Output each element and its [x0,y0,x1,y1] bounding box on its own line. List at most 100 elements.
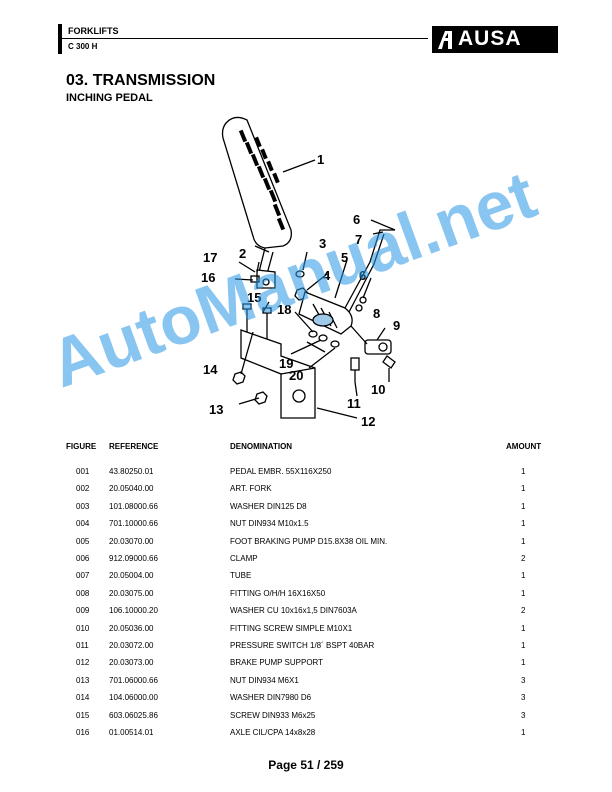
cell-figure: 007 [76,571,90,581]
cell-reference: 20.05004.00 [109,571,154,581]
exploded-parts-diagram: 1 2 3 4 5 6 6 7 8 9 10 11 12 13 14 15 16… [201,116,400,429]
cell-figure: 005 [76,536,90,546]
table-row: 004 701.10000.66 NUT DIN934 M10x1.5 1 [0,519,612,536]
cell-figure: 013 [76,675,90,685]
cell-reference: 20.03070.00 [109,536,154,546]
page-number: Page 51 / 259 [268,758,344,772]
table-row: 007 20.05004.00 TUBE 1 [0,571,612,588]
cell-reference: 20.05036.00 [109,623,154,633]
ausa-logo-icon [438,31,452,49]
callout-11: 11 [347,396,361,411]
table-row: 014 104.06000.00 WASHER DIN7980 D6 3 [0,693,612,710]
header-model: C 300 H [68,42,98,51]
table-row: 009 106.10000.20 WASHER CU 10x16x1,5 DIN76… [0,606,612,623]
cell-reference: 101.08000.66 [109,501,158,511]
callout-5: 5 [341,250,348,265]
callout-12: 12 [361,414,375,429]
section-title: 03. TRANSMISSION [66,72,216,89]
cell-reference: 01.00514.01 [109,728,154,737]
cell-denomination: NUT DIN934 M10x1.5 [230,519,309,529]
cell-figure: 003 [76,501,90,511]
col-header-figure: FIGURE [66,442,97,451]
cell-figure: 010 [76,623,90,633]
cell-amount: 3 [521,675,526,685]
callout-8: 8 [373,306,380,321]
callout-9: 9 [393,318,400,333]
cell-reference: 104.06000.00 [109,693,158,703]
table-row: 016 01.00514.01 AXLE CIL/CPA 14x8x28 1 [0,728,612,745]
callout-7: 7 [355,232,362,247]
cell-amount: 1 [521,588,526,598]
cell-denomination: FOOT BRAKING PUMP D15.8X38 OIL MIN. [230,536,388,546]
table-row: 001 43.80250.01 PEDAL EMBR. 55X116X250 1 [0,467,612,484]
cell-figure: 001 [76,467,90,476]
cell-amount: 1 [521,571,526,581]
table-row: 005 20.03070.00 FOOT BRAKING PUMP D15.8X38… [0,537,612,554]
callout-19: 19 [279,356,293,371]
cell-amount: 1 [521,728,526,737]
cell-denomination: WASHER CU 10x16x1,5 DIN7603A [230,606,357,616]
cell-denomination: WASHER DIN125 D8 [230,501,307,511]
table-row: 011 20.03072.00 PRESSURE SWITCH 1/8´ BSPT … [0,641,612,658]
cell-denomination: CLAMP [230,554,258,563]
callout-6b: 6 [359,268,366,283]
cell-amount: 1 [521,501,526,511]
callout-13: 13 [209,402,223,417]
cell-reference: 20.05040.00 [109,484,154,494]
callout-14: 14 [203,362,218,377]
cell-denomination: FITTING SCREW SIMPLE M10X1 [230,623,353,633]
cell-denomination: PEDAL EMBR. 55X116X250 [230,467,332,476]
table-row: 010 20.05036.00 FITTING SCREW SIMPLE M10X1… [0,624,612,641]
cell-reference: 20.03072.00 [109,641,154,650]
cell-amount: 1 [521,623,526,633]
cell-reference: 106.10000.20 [109,606,158,616]
cell-amount: 2 [521,606,526,616]
header-category: FORKLIFTS [68,26,119,36]
cell-figure: 015 [76,710,90,720]
cell-figure: 012 [76,658,90,668]
cell-reference: 20.03075.00 [109,588,154,598]
col-header-denomination: DENOMINATION [230,442,293,451]
cell-figure: 004 [76,519,90,529]
cell-denomination: SCREW DIN933 M6x25 [230,710,316,720]
cell-reference: 20.03073.00 [109,658,154,668]
callout-3: 3 [319,236,326,251]
table-row: 003 101.08000.66 WASHER DIN125 D8 1 [0,502,612,519]
callout-20: 20 [289,368,303,383]
cell-denomination: PRESSURE SWITCH 1/8´ BSPT 40BAR [230,641,375,650]
col-header-reference: REFERENCE [109,442,159,451]
callout-2: 2 [239,246,246,261]
header-rule [58,38,428,39]
cell-reference: 701.10000.66 [109,519,158,529]
callout-10: 10 [371,382,385,397]
cell-reference: 912.09000.66 [109,554,158,563]
cell-figure: 016 [76,728,90,737]
cell-amount: 3 [521,710,526,720]
cell-amount: 1 [521,467,526,476]
cell-amount: 3 [521,693,526,703]
cell-figure: 006 [76,554,90,563]
callout-15: 15 [247,290,261,305]
cell-figure: 008 [76,588,90,598]
table-row: 013 701.06000.66 NUT DIN934 M6X1 3 [0,676,612,693]
cell-denomination: ART. FORK [230,484,272,494]
cell-figure: 014 [76,693,90,703]
cell-denomination: BRAKE PUMP SUPPORT [230,658,324,668]
logo-text: AUSA [458,27,522,50]
cell-figure: 009 [76,606,90,616]
cell-reference: 701.06000.66 [109,675,158,685]
cell-denomination: WASHER DIN7980 D6 [230,693,312,703]
cell-figure: 002 [76,484,90,494]
callout-6a: 6 [353,212,360,227]
callout-17: 17 [203,250,217,265]
cell-denomination: NUT DIN934 M6X1 [230,675,299,685]
ausa-logo: AUSA [432,26,558,53]
cell-amount: 1 [521,519,526,529]
cell-amount: 1 [521,536,526,546]
cell-reference: 43.80250.01 [109,467,154,476]
cell-denomination: AXLE CIL/CPA 14x8x28 [230,728,316,737]
cell-figure: 011 [76,641,89,650]
cell-denomination: TUBE [230,571,252,581]
